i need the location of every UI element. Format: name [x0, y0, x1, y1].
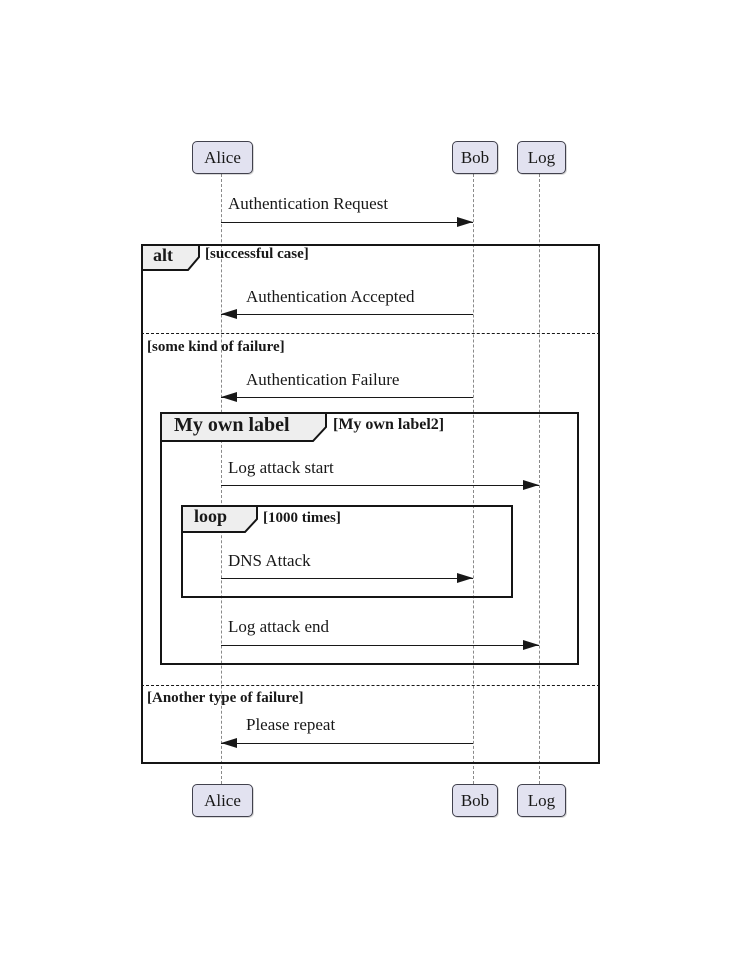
- alt-frame-label-pentagon: [141, 244, 200, 271]
- participant-box-log-bottom: Log: [517, 784, 566, 817]
- participant-box-bob-top: Bob: [452, 141, 498, 174]
- message-arrow-please-repeat: [221, 737, 473, 748]
- message-label: Authentication Failure: [246, 370, 400, 389]
- group-label: My own label: [174, 414, 290, 436]
- arrowhead-left-icon: [221, 308, 237, 319]
- loop-condition: [1000 times]: [263, 510, 341, 526]
- message-label: Log attack start: [228, 458, 334, 477]
- group-frame: [160, 412, 579, 665]
- participant-label: Bob: [460, 790, 490, 810]
- message-arrow-dns-attack: [221, 572, 473, 583]
- message-arrow-log-attack-end: [221, 639, 539, 650]
- alt-divider-1: [141, 333, 600, 334]
- arrowhead-left-icon: [221, 391, 237, 402]
- lifeline-alice: [221, 174, 222, 784]
- participant-label: Alice: [204, 790, 241, 810]
- message-arrow-log-attack-start: [221, 479, 539, 490]
- loop-operator-label: loop: [194, 506, 228, 526]
- message-label: Authentication Accepted: [246, 287, 415, 306]
- message-arrow-authentication-failure: [221, 391, 473, 402]
- alt-condition-1: [successful case]: [205, 246, 309, 262]
- alt-condition-3: [Another type of failure]: [147, 690, 304, 706]
- message-label: Log attack end: [228, 617, 330, 636]
- group-condition: [My own label2]: [333, 416, 445, 433]
- arrowhead-right-icon: [457, 572, 473, 583]
- message-arrow-authentication-accepted: [221, 308, 473, 319]
- alt-condition-2: [some kind of failure]: [147, 339, 285, 355]
- participant-box-log-top: Log: [517, 141, 566, 174]
- participant-box-bob-bottom: Bob: [452, 784, 498, 817]
- arrowhead-right-icon: [523, 479, 539, 490]
- group-frame-label-pentagon: [160, 412, 327, 442]
- arrowhead-right-icon: [457, 216, 473, 227]
- participant-label: Bob: [460, 147, 490, 167]
- alt-divider-2: [141, 685, 600, 686]
- lifeline-log: [539, 174, 540, 784]
- lifeline-bob: [473, 174, 474, 784]
- arrowhead-right-icon: [523, 639, 539, 650]
- participant-label: Log: [527, 790, 556, 810]
- participant-box-alice-bottom: Alice: [192, 784, 253, 817]
- loop-frame: [181, 505, 513, 598]
- message-arrow-authentication-request: [221, 216, 473, 227]
- participant-box-alice-top: Alice: [192, 141, 253, 174]
- message-label: Authentication Request: [228, 194, 389, 213]
- participant-label: Alice: [204, 147, 241, 167]
- alt-operator-label: alt: [153, 245, 173, 265]
- alt-frame: [141, 244, 600, 764]
- arrowhead-left-icon: [221, 737, 237, 748]
- participant-label: Log: [527, 147, 556, 167]
- loop-frame-label-pentagon: [181, 505, 258, 533]
- message-label: Please repeat: [246, 715, 336, 734]
- message-label: DNS Attack: [228, 551, 311, 570]
